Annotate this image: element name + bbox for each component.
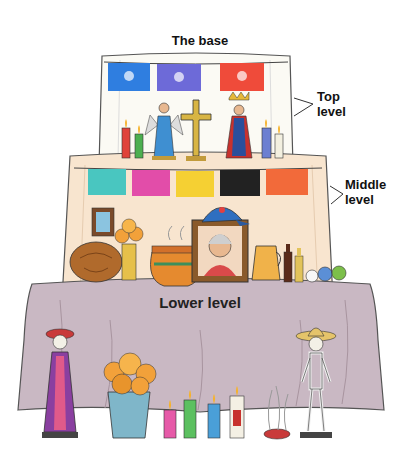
- top-objects: [122, 92, 283, 161]
- lower-objects-circle: [131, 377, 149, 395]
- middle-objects-path: [154, 263, 198, 266]
- papel-picado-top-circle: [174, 72, 184, 82]
- middle-objects-rect: [92, 208, 114, 236]
- middle-objects-path: [208, 234, 232, 244]
- lower-tier-path: [18, 278, 384, 412]
- top-objects-path: [265, 119, 267, 128]
- middle-objects-circle: [318, 267, 332, 281]
- lower-tier-path: [55, 300, 348, 410]
- papel-picado-top-rect: [220, 63, 264, 91]
- lower-objects-path: [54, 356, 66, 430]
- middle-objects-rect: [286, 244, 290, 252]
- papel-picado-top-rect: [157, 64, 201, 91]
- papel-picado-top-circle: [124, 71, 134, 81]
- middle-objects-path: [204, 265, 236, 276]
- top-objects-path: [278, 125, 280, 134]
- middle-objects-circle: [332, 266, 346, 280]
- middle-objects-rect: [198, 226, 242, 276]
- middle-objects-circle: [122, 219, 136, 233]
- papel-picado-middle: [74, 168, 322, 197]
- level-label: Middle level: [345, 178, 397, 208]
- top-objects-path: [226, 116, 252, 158]
- top-objects-path: [138, 125, 140, 134]
- middle-objects-path: [276, 252, 281, 266]
- top-objects-path: [181, 100, 211, 156]
- tier-cloth: Lower level: [40, 286, 360, 406]
- papel-picado-top-rect: [108, 63, 150, 91]
- top-tier: [99, 53, 293, 166]
- middle-objects-path: [168, 226, 184, 240]
- middle-objects-rect: [297, 248, 301, 256]
- middle-objects-circle: [306, 270, 318, 282]
- leader-lines-path: [294, 98, 313, 116]
- papel-picado-middle-rect: [176, 171, 214, 197]
- level-label: The base: [150, 34, 250, 49]
- middle-objects-rect: [192, 220, 248, 282]
- top-objects-path: [229, 92, 249, 100]
- papel-picado-middle-rect: [132, 170, 170, 196]
- middle-objects-rect: [122, 244, 136, 280]
- middle-objects-path: [202, 207, 242, 222]
- lower-objects-path: [108, 392, 150, 438]
- middle-tier-path: [62, 152, 333, 300]
- top-objects-rect: [262, 128, 271, 158]
- top-objects-path: [232, 118, 246, 156]
- top-objects-rect: [275, 134, 283, 158]
- level-label: Top level: [317, 90, 367, 120]
- top-objects-circle: [159, 103, 169, 113]
- lower-objects-rect: [300, 432, 332, 438]
- lower-objects-rect: [208, 404, 220, 438]
- papel-picado-middle-rect: [266, 169, 308, 195]
- lower-objects-rect: [42, 432, 78, 438]
- papel-picado-middle-rect: [220, 170, 260, 196]
- lower-tier: [18, 278, 384, 412]
- lower-objects: [42, 328, 336, 439]
- lower-objects-path: [308, 328, 324, 336]
- top-objects-circle: [234, 105, 244, 115]
- papel-picado-top: [104, 62, 288, 91]
- lower-objects-rect: [164, 410, 176, 438]
- lower-objects-path: [169, 400, 171, 410]
- top-objects-rect: [122, 128, 130, 158]
- middle-objects-path: [80, 253, 112, 272]
- lower-objects-path: [268, 386, 288, 430]
- middle-objects-circle: [219, 207, 225, 213]
- middle-tier: [62, 152, 333, 300]
- lower-objects-path: [302, 353, 330, 431]
- lower-objects-circle: [53, 335, 67, 349]
- papel-picado-middle-rect: [88, 169, 126, 195]
- lower-objects-path: [44, 352, 76, 432]
- middle-objects-rect: [284, 252, 292, 282]
- leader-lines-path: [330, 186, 343, 204]
- middle-objects-rect: [295, 256, 303, 282]
- top-objects-path: [125, 119, 127, 128]
- top-objects-rect: [135, 134, 143, 158]
- lower-objects-ellipse: [264, 429, 290, 439]
- middle-objects-ellipse: [70, 242, 122, 282]
- top-objects-rect: [152, 156, 176, 160]
- lower-objects-rect: [233, 410, 241, 426]
- middle-objects: [70, 207, 346, 286]
- lower-objects-path: [189, 390, 191, 400]
- papel-picado-top-circle: [237, 71, 247, 81]
- lower-objects-circle: [112, 374, 132, 394]
- tier-label: Lower level: [40, 294, 360, 311]
- middle-objects-rect: [96, 212, 110, 232]
- middle-objects-circle: [209, 235, 231, 257]
- lower-objects-path: [213, 394, 215, 404]
- lower-objects-path: [236, 386, 238, 396]
- top-objects-rect: [186, 156, 206, 161]
- lower-objects-rect: [184, 400, 196, 438]
- top-objects-path: [154, 116, 174, 158]
- top-tier-path: [99, 53, 293, 166]
- middle-objects-path: [252, 246, 280, 280]
- lower-objects-rect: [230, 396, 244, 438]
- middle-objects-path: [236, 220, 250, 226]
- lower-objects-circle: [309, 337, 323, 351]
- lower-objects-path: [302, 353, 330, 431]
